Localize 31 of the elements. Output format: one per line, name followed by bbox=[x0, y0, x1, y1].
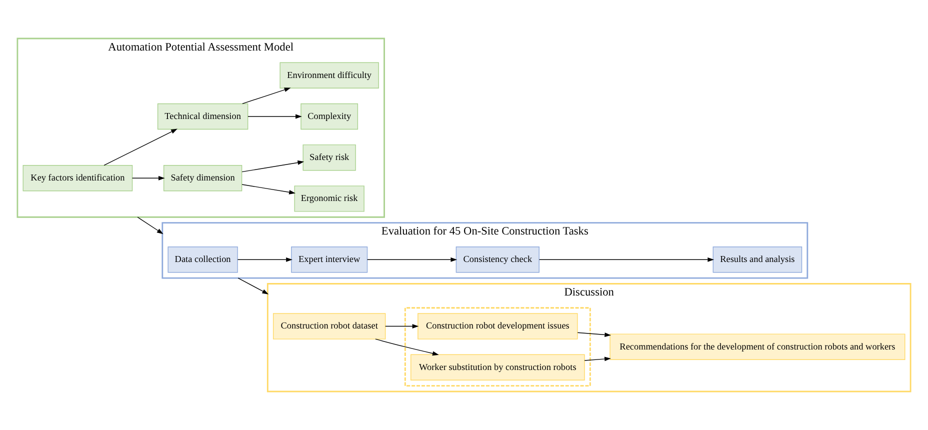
arrow bbox=[242, 88, 291, 104]
arrow bbox=[375, 338, 439, 356]
node-box: Complexity bbox=[300, 103, 358, 130]
node-box: Key factors identification bbox=[22, 165, 133, 192]
node-box: Worker substitution by construction robots bbox=[410, 354, 585, 380]
node-box: Construction robot development issues bbox=[418, 313, 578, 340]
arrow bbox=[366, 257, 458, 262]
node-box: Data collection bbox=[168, 246, 238, 273]
arrow bbox=[242, 184, 296, 194]
arrow bbox=[242, 160, 304, 172]
node-box: Environment difficulty bbox=[280, 62, 379, 88]
arrow bbox=[104, 128, 178, 166]
node-box: Expert interview bbox=[291, 246, 368, 273]
node-box: Results and analysis bbox=[712, 246, 802, 273]
cluster bbox=[404, 307, 591, 387]
node-box: Safety dimension bbox=[163, 165, 242, 192]
arrow bbox=[132, 176, 165, 180]
arrow bbox=[237, 257, 292, 262]
arrow bbox=[248, 114, 302, 119]
node-box: Consistency check bbox=[456, 246, 540, 273]
node-box: Construction robot dataset bbox=[272, 313, 386, 340]
arrow bbox=[238, 278, 269, 294]
node-box: Technical dimension bbox=[157, 103, 248, 130]
node-box: Ergonomic risk bbox=[294, 186, 364, 212]
arrow bbox=[385, 324, 419, 329]
node-box: Safety risk bbox=[302, 144, 356, 171]
node-box: Recommendations for the development of construction robots and workers bbox=[610, 334, 906, 360]
arrow bbox=[538, 257, 714, 262]
arrow bbox=[137, 216, 164, 234]
arrow bbox=[584, 356, 611, 362]
arrow bbox=[577, 332, 612, 337]
